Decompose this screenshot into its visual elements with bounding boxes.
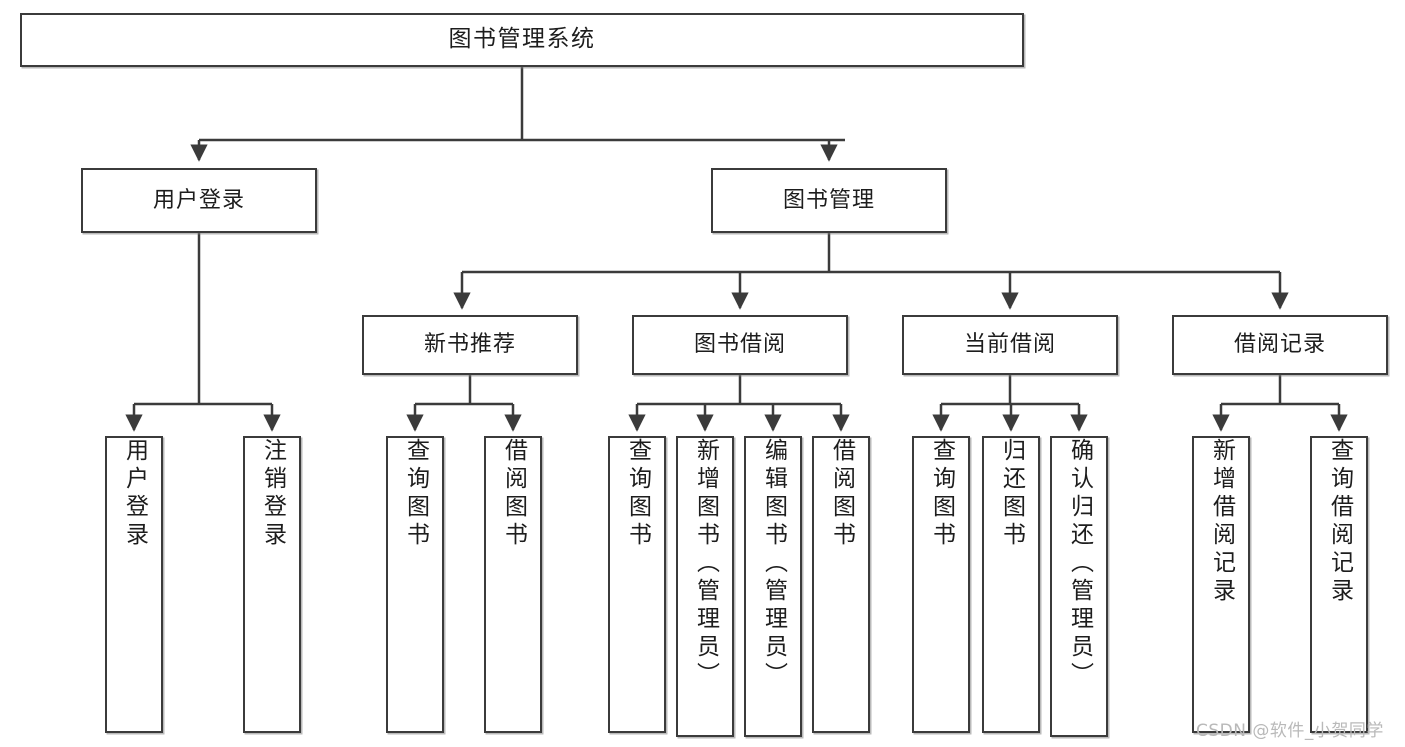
node-leaf-query-book-3[interactable]: 查询图书 [912,436,970,733]
node-label: 查询图书 [928,438,955,550]
node-label: 查询借阅记录 [1326,438,1353,606]
node-current-borrow[interactable]: 当前借阅 [902,315,1118,375]
node-leaf-borrow-book-1[interactable]: 借阅图书 [484,436,542,733]
node-label: 当前借阅 [963,332,1056,358]
node-label: 图书管理 [782,187,875,213]
node-label: 图书借阅 [693,332,786,358]
node-label: 图书管理系统 [448,26,596,53]
node-leaf-add-borrow-record[interactable]: 新增借阅记录 [1192,436,1250,733]
node-leaf-edit-book-admin[interactable]: 编辑图书（管理员） [744,436,802,737]
node-root-system[interactable]: 图书管理系统 [20,13,1024,67]
node-label: 编辑图书（管理员） [760,438,787,690]
node-label: 查询图书 [402,438,429,550]
node-book-management[interactable]: 图书管理 [711,168,947,233]
node-leaf-confirm-return-admin[interactable]: 确认归还（管理员） [1050,436,1108,737]
node-leaf-query-borrow-record[interactable]: 查询借阅记录 [1310,436,1368,733]
node-user-login[interactable]: 用户登录 [81,168,317,233]
node-label: 归还图书 [998,438,1025,550]
node-label: 新增图书（管理员） [692,438,719,690]
csdn-watermark: CSDN @软件_小贺同学 [1196,721,1384,741]
node-label: 借阅记录 [1233,332,1326,358]
node-leaf-user-login[interactable]: 用户登录 [105,436,163,733]
node-label: 借阅图书 [500,438,527,550]
node-leaf-query-book-1[interactable]: 查询图书 [386,436,444,733]
node-leaf-borrow-book-2[interactable]: 借阅图书 [812,436,870,733]
node-leaf-logout[interactable]: 注销登录 [243,436,301,733]
node-borrow-record[interactable]: 借阅记录 [1172,315,1388,375]
node-label: 注销登录 [259,438,286,550]
node-label: 确认归还（管理员） [1066,438,1093,690]
node-label: 新书推荐 [423,332,516,358]
node-leaf-return-book[interactable]: 归还图书 [982,436,1040,733]
node-book-borrow[interactable]: 图书借阅 [632,315,848,375]
node-leaf-add-book-admin[interactable]: 新增图书（管理员） [676,436,734,737]
node-new-book-recommend[interactable]: 新书推荐 [362,315,578,375]
node-label: 用户登录 [152,187,245,213]
node-label: 用户登录 [121,438,148,550]
node-label: 新增借阅记录 [1208,438,1235,606]
node-label: 借阅图书 [828,438,855,550]
node-label: 查询图书 [624,438,651,550]
node-leaf-query-book-2[interactable]: 查询图书 [608,436,666,733]
